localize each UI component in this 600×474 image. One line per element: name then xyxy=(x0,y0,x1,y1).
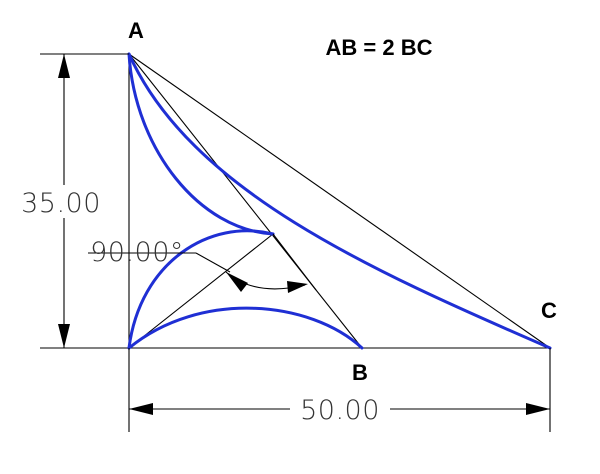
point-label-a: A xyxy=(128,18,144,43)
side-ac-hypotenuse xyxy=(128,53,551,349)
angle-arrow-left xyxy=(226,272,248,292)
angle-leader-diagonal xyxy=(195,252,231,273)
dim-height-label: 35.00 xyxy=(21,188,101,219)
dim-width-arrow-left xyxy=(129,403,153,415)
curve-a-to-c xyxy=(127,52,552,350)
dim-width-arrow-right xyxy=(526,403,550,415)
point-label-b: B xyxy=(352,360,368,385)
curve-a-to-apex xyxy=(127,52,275,236)
dim-height-arrow-top xyxy=(58,54,70,78)
segment-ab xyxy=(128,53,363,349)
dim-angle-label: 90.00° xyxy=(90,237,184,268)
dim-height-arrow-bottom xyxy=(58,324,70,348)
curve-origin-to-b xyxy=(127,306,364,350)
angle-ext-line xyxy=(272,233,317,291)
angle-arrow-right xyxy=(287,281,308,293)
point-label-c: C xyxy=(541,298,557,323)
relation-note: AB = 2 BC xyxy=(326,35,433,60)
dim-width-label: 50.00 xyxy=(300,395,380,426)
segment-to-apex xyxy=(128,233,274,349)
